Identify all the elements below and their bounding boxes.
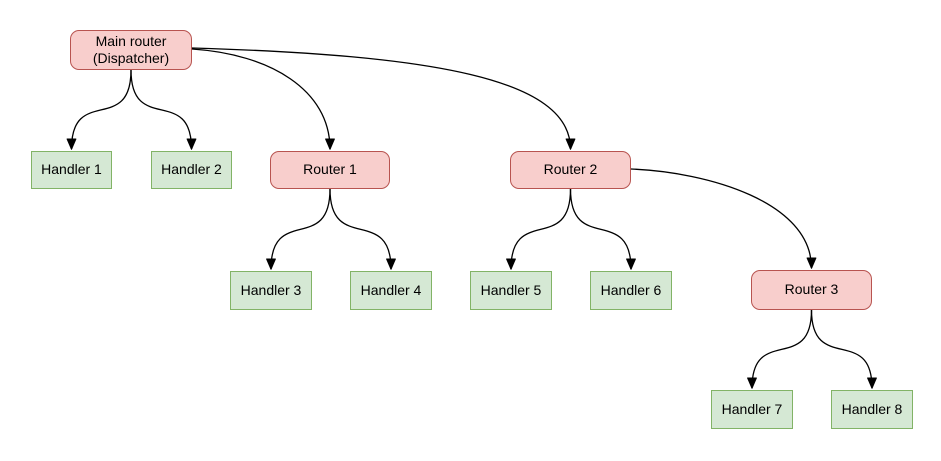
node-handler-6: Handler 6 [590,271,672,310]
edge-router-1-to-handler-4 [329,188,396,270]
node-main-router: Main router (Dispatcher) [70,30,192,70]
node-label: Router 1 [303,161,357,178]
edge-router-2-to-handler-5 [506,188,572,270]
edge-main-router-to-router-2 [191,47,576,150]
node-label: Router 3 [784,281,839,298]
node-label: Handler 8 [841,400,903,417]
node-label: Handler 6 [600,281,662,298]
edge-main-router-to-router-1 [191,48,335,150]
edge-router-3-to-handler-7 [747,309,813,389]
node-label: Handler 3 [240,281,302,298]
node-label: Handler 5 [480,281,542,298]
node-handler-1: Handler 1 [31,151,112,189]
node-label: Handler 7 [721,400,783,417]
node-router-2: Router 2 [510,151,631,189]
node-label: Router 2 [543,161,598,178]
edge-main-router-to-handler-2 [130,69,197,150]
node-router-3: Router 3 [751,270,872,310]
node-router-1: Router 1 [270,151,390,189]
edge-router-2-to-router-3 [630,168,817,269]
node-label: Handler 2 [161,161,222,178]
node-handler-3: Handler 3 [230,271,312,310]
edge-router-3-to-handler-8 [810,309,877,389]
node-handler-5: Handler 5 [470,271,552,310]
edge-router-1-to-handler-3 [266,188,331,270]
node-label: Handler 4 [360,281,422,298]
edge-router-2-to-handler-6 [569,188,636,270]
edge-main-router-to-handler-1 [66,69,132,150]
node-label: Handler 1 [41,161,102,178]
node-label: Main router (Dispatcher) [92,32,170,66]
node-handler-7: Handler 7 [711,390,793,429]
node-handler-4: Handler 4 [350,271,432,310]
node-handler-8: Handler 8 [831,390,913,429]
node-handler-2: Handler 2 [151,151,232,189]
